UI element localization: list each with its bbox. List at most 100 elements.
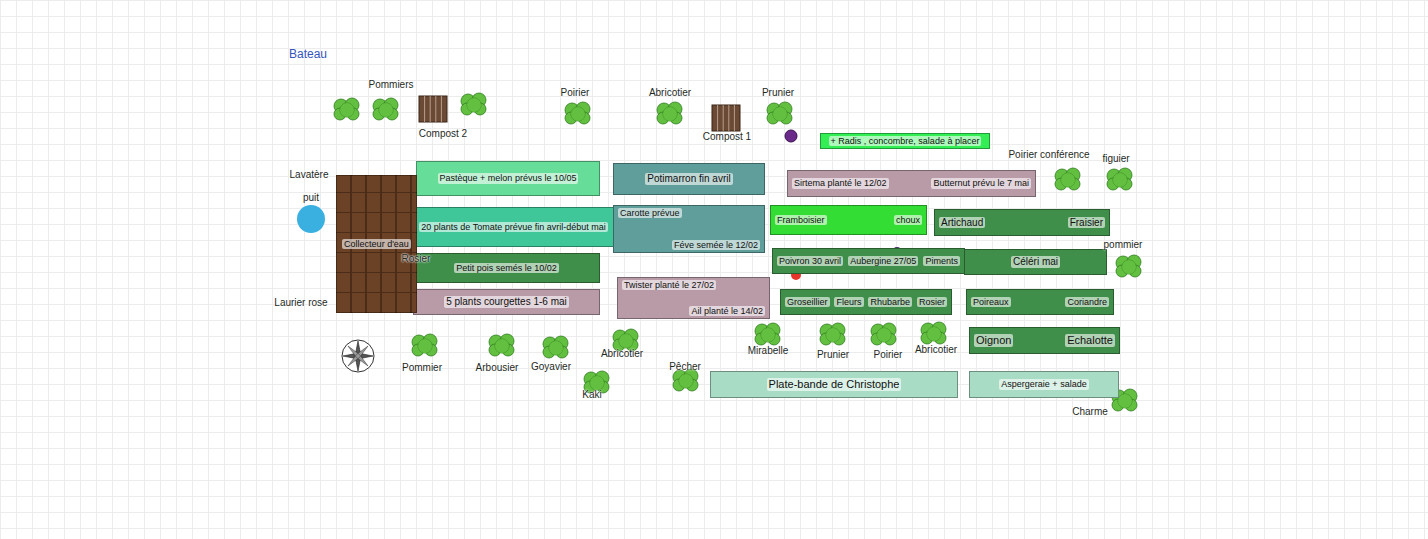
- tree-icon: [489, 334, 514, 356]
- bed-label: 20 plants de Tomate prévue fin avril-déb…: [419, 222, 607, 232]
- bed-label: Petit pois semés le 10/02: [454, 263, 559, 273]
- bed-label: Collecteur d'eau: [342, 239, 411, 249]
- well: [297, 205, 325, 233]
- garden-bed: 20 plants de Tomate prévue fin avril-déb…: [413, 207, 614, 247]
- garden-bed: Artichaud Fraisier: [934, 209, 1110, 236]
- bed-label: Pastèque + melon prévus le 10/05: [438, 173, 579, 183]
- compost-bin: [712, 105, 740, 131]
- plant-label: Poirier: [874, 349, 903, 361]
- plant-label: puit: [303, 192, 319, 204]
- plant-label: Rosier: [402, 253, 431, 265]
- garden-bed: Poivron 30 avril Aubergine 27/05 Piments: [772, 248, 965, 274]
- bed-label: Oignon: [974, 334, 1013, 347]
- garden-bed: Petit pois semés le 10/02: [413, 253, 600, 283]
- plant-label: Goyavier: [531, 361, 571, 373]
- garden-bed: Plate-bande de Christophe: [710, 371, 958, 398]
- bed-label: Plate-bande de Christophe: [767, 378, 902, 391]
- tree-icon: [657, 102, 682, 124]
- plant-label: Abricotier: [649, 87, 691, 99]
- bed-label: 5 plants courgettes 1-6 mai: [444, 296, 569, 308]
- bed-label: choux: [894, 215, 922, 225]
- tree-icon: [871, 323, 896, 345]
- bed-label: Sirtema planté le 12/02: [792, 178, 889, 188]
- garden-bed: Groseillier Fleurs Rhubarbe Rosier: [780, 289, 952, 315]
- bed-label: Aubergine 27/05: [848, 256, 918, 266]
- bed-label: Piments: [923, 256, 960, 266]
- bed-label: Carotte prévue: [618, 208, 682, 218]
- garden-bed: 5 plants courgettes 1-6 mai: [413, 289, 600, 315]
- plant-label: Pommier: [402, 362, 442, 374]
- bed-label: Ail planté le 14/02: [689, 306, 765, 316]
- garden-bed: Céléri mai: [964, 249, 1107, 275]
- plant-label: Compost 1: [703, 131, 751, 143]
- plant-label: Abricotier: [915, 344, 957, 356]
- water-collector: Collecteur d'eau: [336, 175, 417, 313]
- bed-label: Rhubarbe: [868, 297, 912, 307]
- plant-label: Compost 2: [419, 128, 467, 140]
- tree-icon: [921, 322, 946, 344]
- garden-bed: Oignon Echalotte: [969, 327, 1120, 354]
- plant-label: Lavatère: [290, 169, 329, 181]
- plant-label: Prunier: [762, 87, 794, 99]
- plant-label: Pêcher: [669, 361, 701, 373]
- plant-label: Laurier rose: [274, 297, 327, 309]
- bed-label: Poireaux: [971, 297, 1011, 307]
- bed-label: Poivron 30 avril: [777, 256, 843, 266]
- tree-icon: [1107, 168, 1132, 190]
- plant-label: figuier: [1102, 153, 1129, 165]
- plant-label: Kaki: [582, 389, 601, 401]
- bed-label: Fleurs: [834, 297, 863, 307]
- plant-label: Bateau: [289, 48, 327, 60]
- plant-label: Poirier: [561, 87, 590, 99]
- plant-label: Prunier: [817, 349, 849, 361]
- garden-bed: Poireaux Coriandre: [966, 289, 1114, 315]
- tree-icon: [1116, 255, 1141, 277]
- bed-label: Potimarron fin avril: [645, 173, 732, 185]
- bed-label: Féve semée le 12/02: [672, 240, 760, 250]
- plant-label: Poirier conférence: [1008, 149, 1089, 161]
- bed-label: Fraisier: [1068, 217, 1105, 229]
- garden-bed: Aspergeraie + salade: [969, 371, 1119, 398]
- bed-label: Rosier: [917, 297, 947, 307]
- garden-bed: Sirtema planté le 12/02 Butternut prévu l…: [787, 170, 1036, 197]
- tree-icon: [373, 98, 398, 120]
- compass-rose: [342, 340, 374, 372]
- bed-label: Framboisier: [775, 215, 827, 225]
- bed-label: Butternut prévu le 7 mai: [931, 178, 1031, 188]
- bed-label: Aspergeraie + salade: [999, 379, 1088, 389]
- bed-label: Coriandre: [1065, 297, 1109, 307]
- plant-label: Abricotier: [601, 348, 643, 360]
- tree-icon: [755, 323, 780, 345]
- bed-label: Groseillier: [785, 297, 830, 307]
- plum-icon: [785, 130, 797, 142]
- garden-bed: Pastèque + melon prévus le 10/05: [416, 161, 600, 196]
- garden-bed: Framboisier choux: [770, 205, 927, 235]
- bed-label: Céléri mai: [1011, 256, 1060, 268]
- garden-bed: Carotte prévueFéve semée le 12/02: [613, 205, 765, 253]
- compost-bin: [419, 96, 447, 122]
- plant-label: Charme: [1072, 406, 1108, 418]
- garden-bed: + Radis , concombre, salade à placer: [820, 133, 990, 149]
- tree-icon: [1055, 168, 1080, 190]
- tree-icon: [412, 334, 437, 356]
- tree-icon: [767, 102, 792, 124]
- tree-icon: [334, 98, 359, 120]
- tree-icon: [565, 102, 590, 124]
- garden-bed: Potimarron fin avril: [613, 163, 765, 195]
- tree-icon: [673, 369, 698, 391]
- tree-icon: [613, 329, 638, 351]
- bed-label: + Radis , concombre, salade à placer: [829, 136, 982, 146]
- tree-icon: [461, 93, 486, 115]
- plant-label: Pommiers: [368, 79, 413, 91]
- tree-icon: [820, 323, 845, 345]
- plant-label: pommier: [1104, 239, 1143, 251]
- plant-label: Mirabelle: [748, 345, 789, 357]
- garden-bed: Twister planté le 27/02Ail planté le 14/…: [617, 277, 770, 319]
- bed-label: Twister planté le 27/02: [622, 280, 716, 290]
- tree-icon: [543, 336, 568, 358]
- bed-label: Artichaud: [939, 217, 985, 229]
- bed-label: Echalotte: [1065, 334, 1115, 347]
- plant-label: Arbousier: [476, 362, 519, 374]
